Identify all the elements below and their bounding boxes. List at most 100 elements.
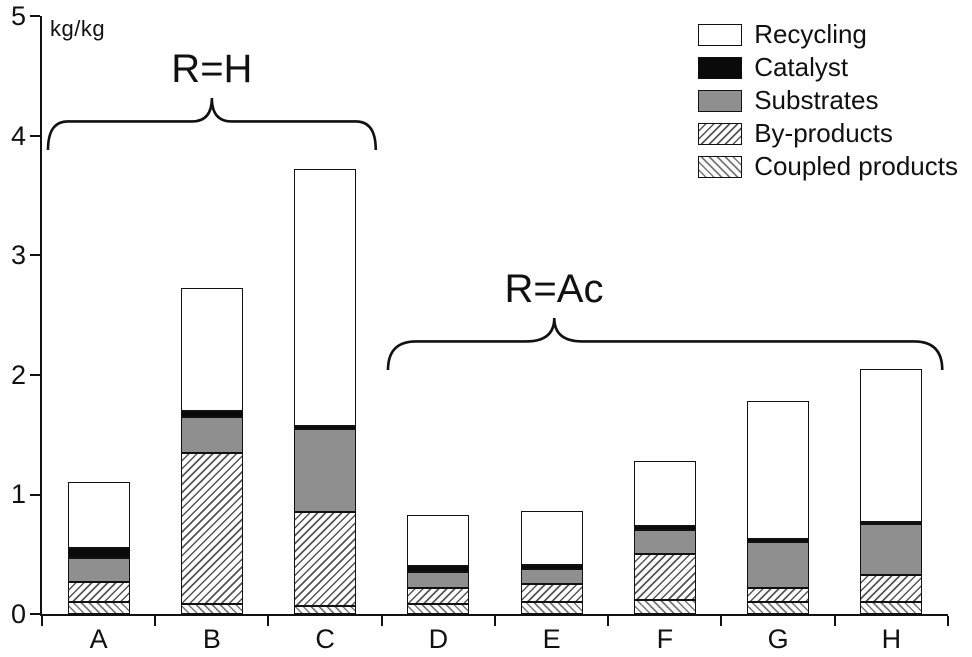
segment-catalyst xyxy=(180,410,243,417)
x-axis-category-label: A xyxy=(89,624,108,654)
segment-by-products xyxy=(520,584,583,603)
legend-label: Recycling xyxy=(754,19,867,49)
y-axis-tick-label: 1 xyxy=(10,479,26,510)
segment-recycling xyxy=(747,401,810,539)
group-annotation-label: R=H xyxy=(171,46,253,91)
brace-annotation xyxy=(386,317,944,371)
segment-substrates xyxy=(860,524,923,575)
y-axis-tick-label: 3 xyxy=(10,240,26,271)
segment-coupled-products xyxy=(180,604,243,614)
bar-b xyxy=(180,287,243,614)
legend-swatch-recycling xyxy=(698,23,743,46)
segment-substrates xyxy=(180,416,243,453)
x-axis-category-label: H xyxy=(881,624,902,654)
legend-item-by-products: By-products xyxy=(698,117,958,150)
y-axis-tick xyxy=(30,15,40,18)
segment-by-products xyxy=(407,587,470,605)
y-axis-tick-label: 2 xyxy=(10,359,26,390)
legend-item-catalyst: Catalyst xyxy=(698,51,958,84)
y-axis-tick-label: 5 xyxy=(10,1,26,31)
brace-annotation xyxy=(46,97,378,150)
segment-coupled-products xyxy=(747,602,810,614)
x-axis-category-label: G xyxy=(767,624,789,654)
segment-recycling xyxy=(180,287,243,411)
bar-h xyxy=(860,368,923,614)
segment-catalyst xyxy=(633,525,696,531)
x-axis-category-label: C xyxy=(315,624,335,654)
legend-swatch-substrates xyxy=(698,89,743,112)
bar-e xyxy=(520,511,583,614)
bar-c xyxy=(294,169,357,614)
segment-coupled-products xyxy=(633,599,696,614)
segment-recycling xyxy=(407,514,470,567)
bar-d xyxy=(407,514,470,614)
segment-substrates xyxy=(67,557,130,582)
y-axis-unit-label: kg/kg xyxy=(50,16,106,41)
y-axis-tick xyxy=(30,613,40,616)
x-axis-category-label: E xyxy=(542,624,561,654)
legend-label: Coupled products xyxy=(754,151,958,181)
x-axis-tick xyxy=(40,616,43,626)
y-axis-tick xyxy=(30,493,40,496)
x-axis-tick xyxy=(833,616,836,626)
y-axis-tick-label: 0 xyxy=(10,599,26,629)
legend-item-recycling: Recycling xyxy=(698,18,958,51)
segment-catalyst xyxy=(860,521,923,525)
x-axis-category-label: D xyxy=(428,624,449,654)
y-axis-tick xyxy=(30,134,40,137)
x-axis-category-label: B xyxy=(202,624,221,654)
legend-swatch-coupled-products xyxy=(698,155,743,178)
segment-catalyst xyxy=(294,426,357,429)
segment-coupled-products xyxy=(294,605,357,614)
y-axis-tick xyxy=(30,254,40,257)
segment-by-products xyxy=(180,452,243,605)
segment-by-products xyxy=(294,512,357,606)
bars-container xyxy=(42,16,948,614)
segment-catalyst xyxy=(67,548,130,558)
group-annotation-label: R=Ac xyxy=(504,267,604,312)
segment-by-products xyxy=(633,554,696,600)
segment-catalyst xyxy=(520,564,583,569)
segment-by-products xyxy=(747,587,810,603)
x-axis-tick xyxy=(267,616,270,626)
segment-substrates xyxy=(294,428,357,513)
x-axis-tick xyxy=(380,616,383,626)
segment-by-products xyxy=(860,574,923,603)
bar-g xyxy=(747,401,810,614)
segment-substrates xyxy=(633,530,696,555)
segment-coupled-products xyxy=(407,604,470,614)
legend-item-substrates: Substrates xyxy=(698,84,958,117)
segment-coupled-products xyxy=(67,602,130,614)
x-axis-labels: A B C D E F G H xyxy=(42,624,948,655)
segment-substrates xyxy=(747,542,810,588)
x-axis-tick xyxy=(493,616,496,626)
x-axis-tick xyxy=(607,616,609,626)
segment-substrates xyxy=(407,572,470,588)
segment-recycling xyxy=(860,368,923,522)
legend-label: Catalyst xyxy=(754,52,849,82)
segment-catalyst xyxy=(407,566,470,573)
segment-recycling xyxy=(294,169,357,427)
legend-label: Substrates xyxy=(754,85,879,115)
segment-catalyst xyxy=(747,538,810,543)
legend-label: By-products xyxy=(754,118,893,148)
legend-swatch-catalyst xyxy=(698,56,743,79)
legend-item-coupled-products: Coupled products xyxy=(698,150,958,183)
x-axis-tick xyxy=(154,616,156,626)
legend-swatch-by-products xyxy=(698,122,743,145)
segment-recycling xyxy=(633,460,696,526)
bar-a xyxy=(67,482,130,614)
x-axis-tick xyxy=(720,616,723,626)
x-axis-category-label: F xyxy=(656,624,674,654)
y-axis-tick-label: 4 xyxy=(10,120,26,151)
segment-recycling xyxy=(520,511,583,565)
bar-f xyxy=(633,460,696,614)
segment-substrates xyxy=(520,568,583,585)
segment-coupled-products xyxy=(860,602,923,614)
segment-coupled-products xyxy=(520,602,583,614)
x-axis-tick xyxy=(946,616,949,626)
y-axis-tick xyxy=(30,374,40,377)
